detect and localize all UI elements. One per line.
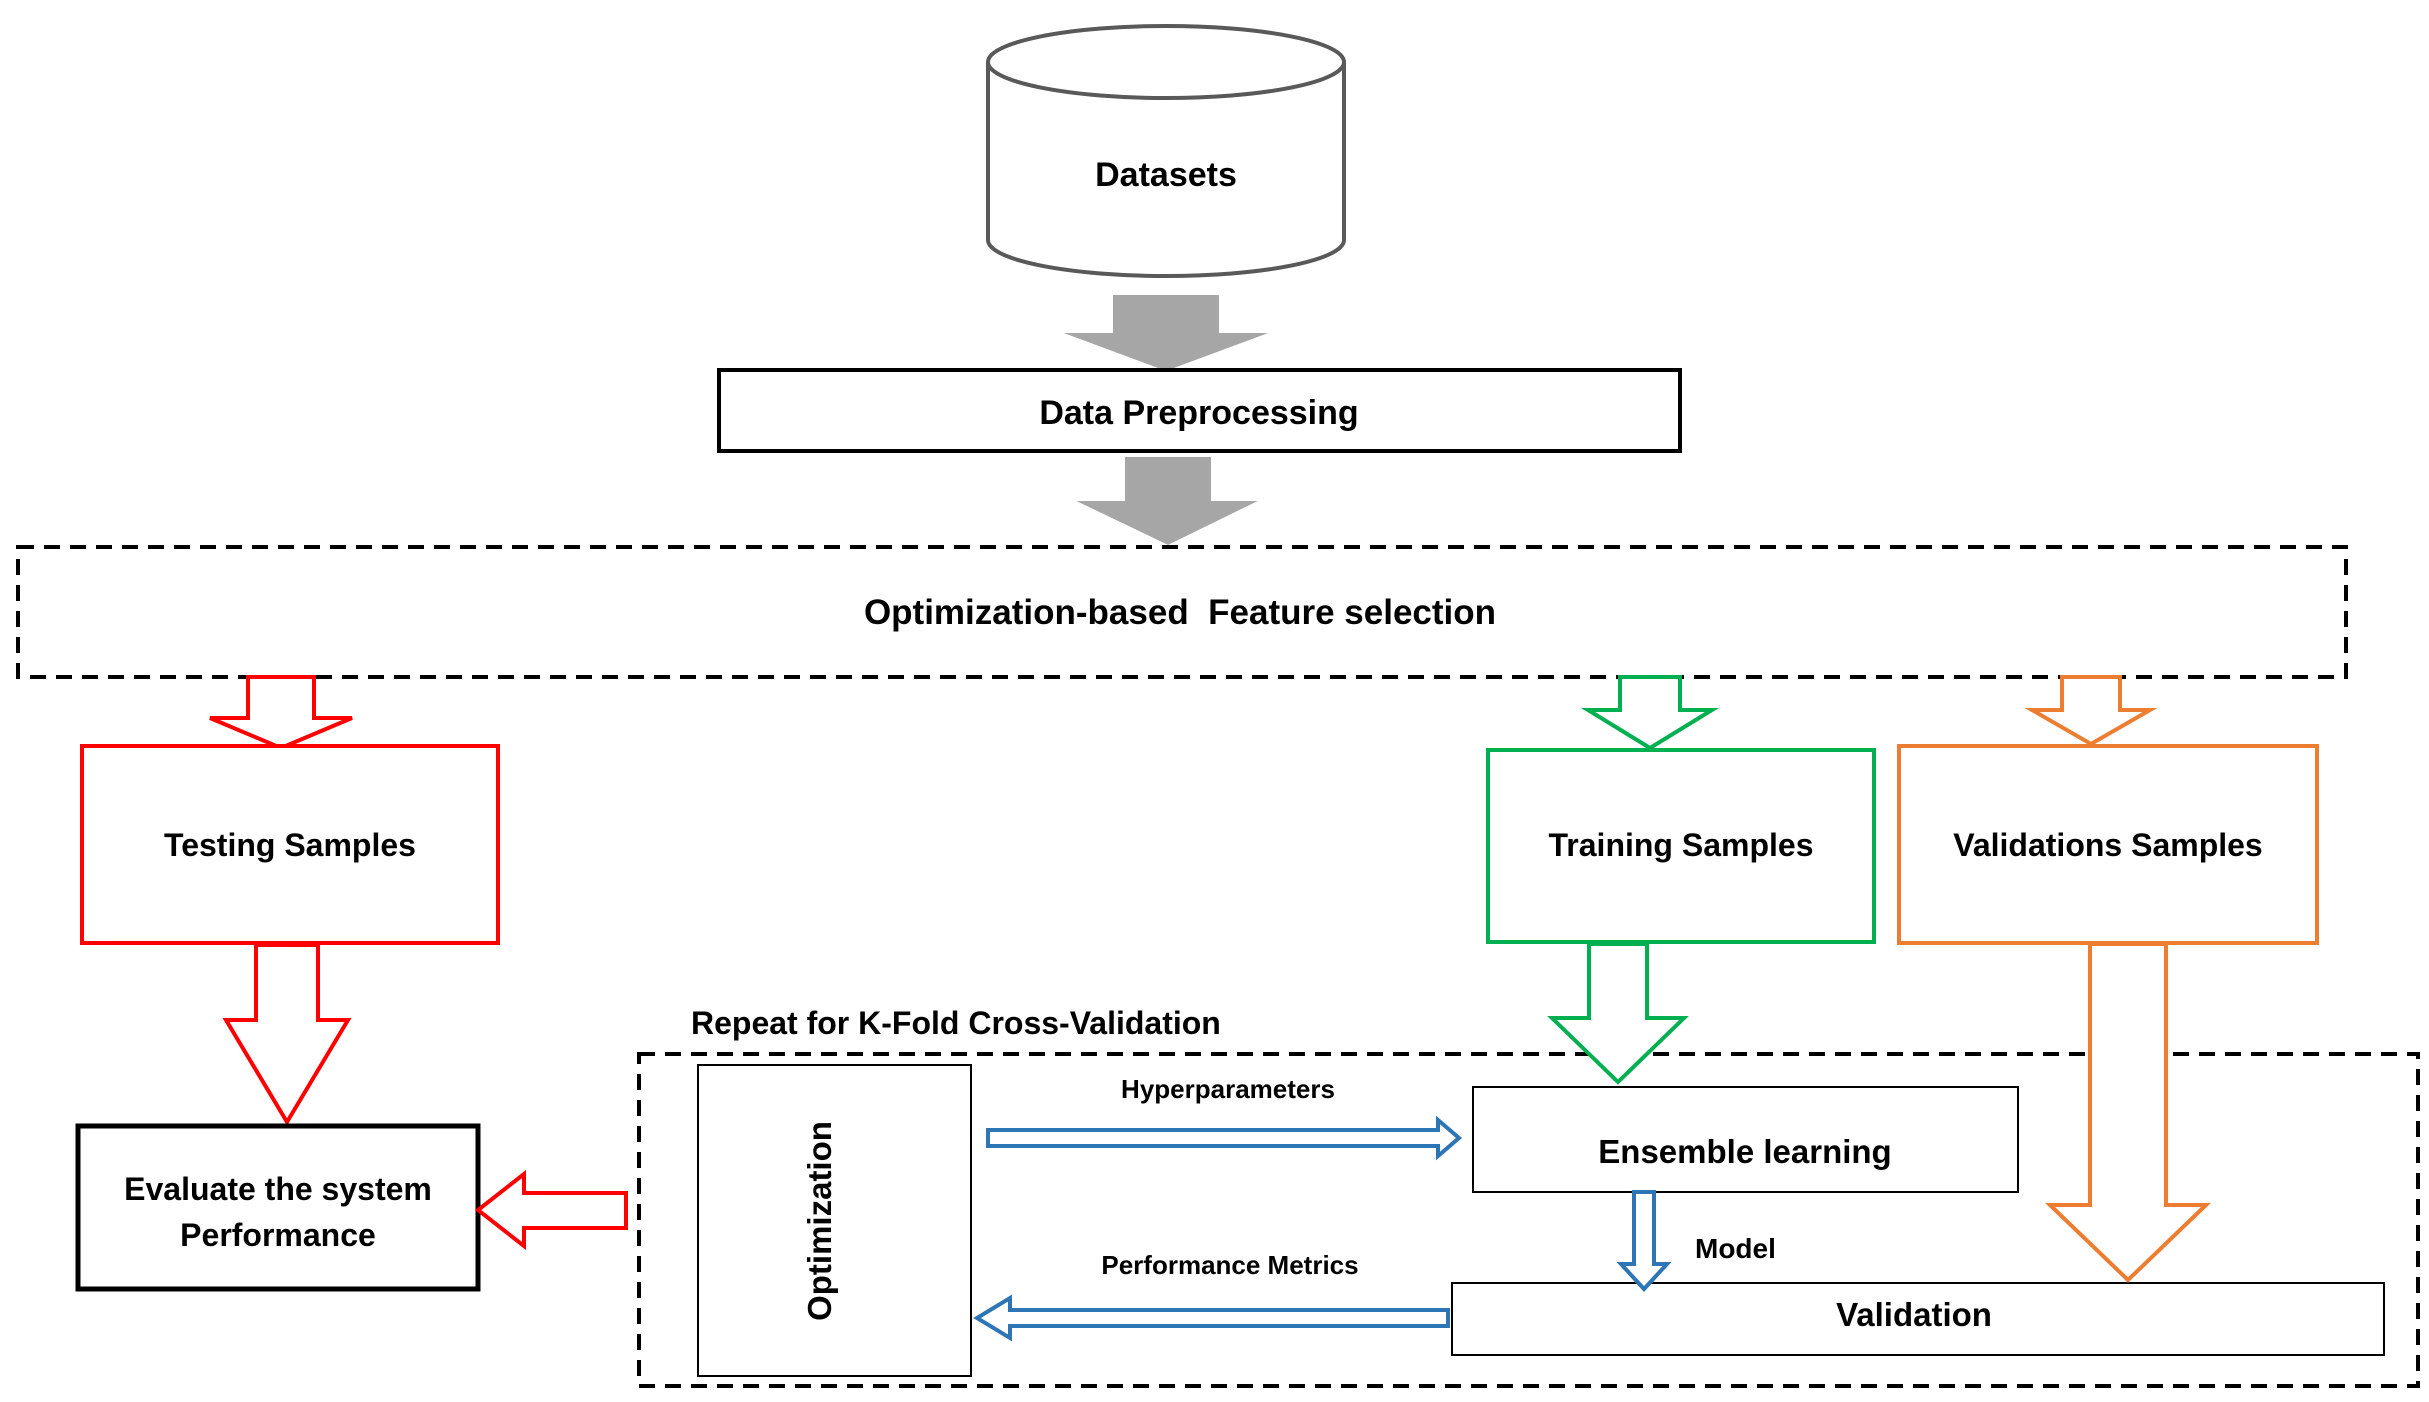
validation-box	[1451, 1282, 2385, 1356]
evaluate-performance-box	[75, 1123, 481, 1292]
data-preprocessing-label: Data Preprocessing	[1039, 394, 1358, 432]
orange-arrow-validations-to-validation	[2045, 942, 2211, 1283]
blue-arrow-model	[1616, 1190, 1672, 1292]
optimization-label: Optimization	[801, 1121, 838, 1321]
training-samples-box	[1486, 748, 1876, 944]
red-arrow-testing-to-evaluate	[222, 943, 352, 1126]
data-preprocessing-box	[717, 368, 1682, 453]
feature-selection-label: Optimization-based Feature selection	[864, 593, 1496, 632]
testing-samples-label: Testing Samples	[164, 827, 416, 863]
red-arrow-to-testing	[209, 675, 353, 751]
green-arrow-to-training	[1580, 675, 1720, 751]
ensemble-learning-box	[1472, 1086, 2019, 1193]
ensemble-learning-label: Ensemble learning	[1598, 1133, 1891, 1170]
optimization-box	[697, 1064, 972, 1377]
validation-label: Validation	[1836, 1296, 1992, 1333]
validations-samples-box	[1897, 744, 2319, 945]
datasets-cylinder: Datasets	[986, 24, 1346, 278]
model-label: Model	[1695, 1233, 1776, 1264]
performance-metrics-label: Performance Metrics	[1101, 1250, 1358, 1280]
kfold-group-label: Repeat for K-Fold Cross-Validation	[691, 1005, 1221, 1041]
testing-samples-box	[80, 744, 500, 945]
red-arrow-loop-to-evaluate	[474, 1169, 628, 1251]
green-arrow-training-to-ensemble	[1547, 942, 1689, 1085]
validations-samples-label: Validations Samples	[1953, 827, 2262, 863]
feature-selection-box	[16, 545, 2348, 679]
blue-arrow-performance-metrics	[973, 1294, 1450, 1342]
gray-arrow-datasets-to-preprocessing	[1057, 293, 1275, 374]
orange-arrow-to-validations	[2024, 675, 2158, 747]
gray-arrow-preprocessing-to-feature-selection	[1071, 455, 1263, 548]
kfold-group-box	[637, 1052, 2420, 1388]
blue-arrow-hyperparameters	[986, 1115, 1463, 1161]
datasets-label: Datasets	[1095, 156, 1237, 194]
evaluate-performance-line2: Performance	[180, 1217, 376, 1253]
evaluate-performance-line1: Evaluate the system	[124, 1171, 432, 1207]
training-samples-label: Training Samples	[1549, 827, 1814, 863]
hyperparameters-label: Hyperparameters	[1121, 1074, 1335, 1104]
